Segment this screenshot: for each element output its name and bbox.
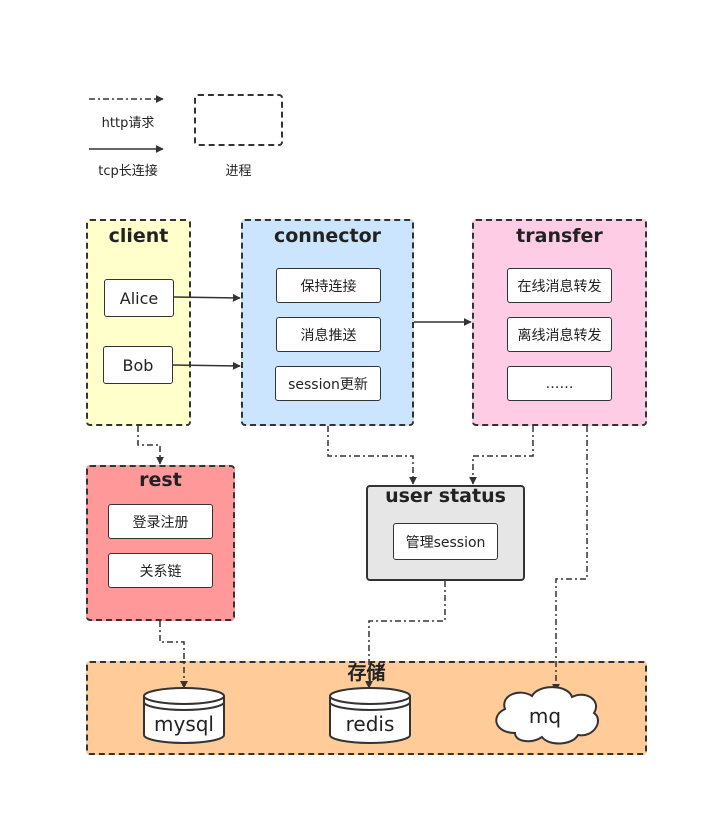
user-status-node-session: 管理session	[393, 523, 498, 560]
arrow-client-rest	[137, 426, 164, 465]
client-node-alice: Alice	[104, 279, 174, 317]
rest-node-relation: 关系链	[108, 553, 213, 588]
user-status-title: user status	[385, 485, 506, 507]
client-node-bob: Bob	[103, 346, 173, 384]
arrow-connector-userstatus	[327, 426, 417, 485]
storage-redis-label: redis	[345, 712, 395, 736]
client-title: client	[108, 225, 169, 247]
legend-tcp-label: tcp长连接	[98, 164, 158, 179]
storage-mysql-label: mysql	[154, 712, 214, 736]
rest-node-login: 登录注册	[108, 504, 213, 539]
transfer-title: transfer	[516, 225, 603, 247]
storage-mq-label: mq	[528, 704, 562, 728]
transfer-node-online: 在线消息转发	[507, 268, 612, 303]
connector-node-session-update: session更新	[275, 366, 381, 401]
rest-title: rest	[139, 469, 182, 491]
connector-node-push: 消息推送	[276, 317, 381, 352]
client-process: client	[86, 219, 191, 426]
storage-title: 存储	[347, 662, 386, 684]
legend-process-label: 进程	[225, 164, 252, 179]
legend-process-box	[194, 94, 283, 146]
transfer-node-offline: 离线消息转发	[507, 317, 612, 352]
legend-http-label: http请求	[101, 116, 155, 131]
connector-node-keepalive: 保持连接	[276, 268, 381, 303]
rest-process: rest	[86, 465, 235, 621]
arrow-transfer-userstatus	[469, 426, 534, 485]
connector-title: connector	[273, 225, 382, 247]
arrow-transfer-mq	[552, 426, 588, 692]
transfer-node-ellipsis: ……	[507, 366, 612, 401]
